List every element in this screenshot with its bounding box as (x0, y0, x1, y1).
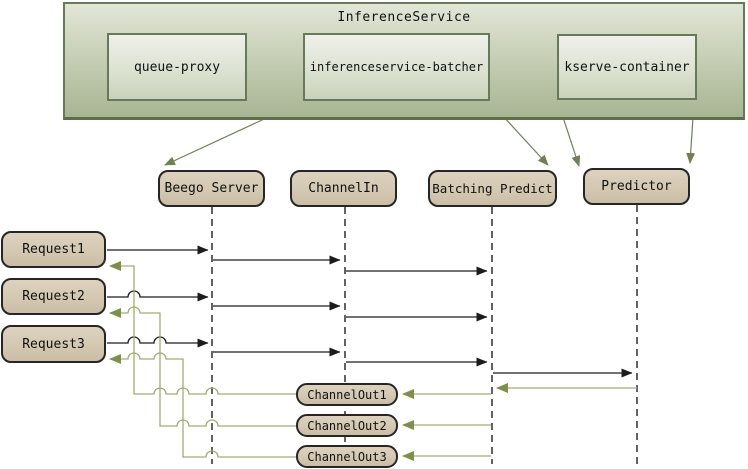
inference-service-title: InferenceService (337, 10, 471, 25)
node-request2-label: Request2 (22, 289, 85, 304)
node-channelout1-label: ChannelOut1 (307, 387, 387, 402)
node-queue-proxy: queue-proxy (107, 33, 247, 101)
node-channelout3-label: ChannelOut3 (307, 449, 387, 464)
return-channelout1-to-request1 (109, 261, 296, 395)
lifeline-head-channelin: ChannelIn (290, 170, 397, 207)
lifeline-head-beego-server: Beego Server (158, 170, 265, 207)
arrow-request2-to-beego (107, 290, 209, 302)
lifeline-head-beego-server-label: Beego Server (164, 181, 259, 196)
node-request1-label: Request1 (22, 242, 85, 257)
lifeline-head-batching-predict-label: Batching Predict (432, 181, 553, 196)
node-inferenceservice-batcher-label: inferenceservice-batcher (309, 60, 484, 74)
lifeline-head-predictor: Predictor (583, 168, 690, 205)
node-kserve-container: kserve-container (557, 34, 697, 100)
lifeline-head-batching-predict: Batching Predict (428, 170, 557, 207)
lifeline-head-predictor-label: Predictor (601, 179, 672, 194)
return-channelout3-to-request3 (109, 352, 296, 458)
node-queue-proxy-label: queue-proxy (133, 59, 221, 75)
return-channelout2-to-request2 (109, 306, 296, 427)
node-request2: Request2 (1, 278, 106, 315)
node-request3-label: Request3 (22, 336, 85, 352)
lifeline-head-channelin-label: ChannelIn (308, 181, 379, 196)
node-channelout3: ChannelOut3 (296, 445, 398, 468)
node-channelout2-label: ChannelOut2 (307, 418, 387, 433)
node-inferenceservice-batcher: inferenceservice-batcher (303, 33, 490, 101)
node-channelout1: ChannelOut1 (296, 383, 398, 406)
node-kserve-container-label: kserve-container (564, 59, 690, 75)
node-channelout2: ChannelOut2 (296, 414, 398, 437)
arrow-request3-to-beego (107, 336, 209, 348)
node-request1: Request1 (1, 231, 106, 268)
node-request3: Request3 (1, 325, 106, 363)
